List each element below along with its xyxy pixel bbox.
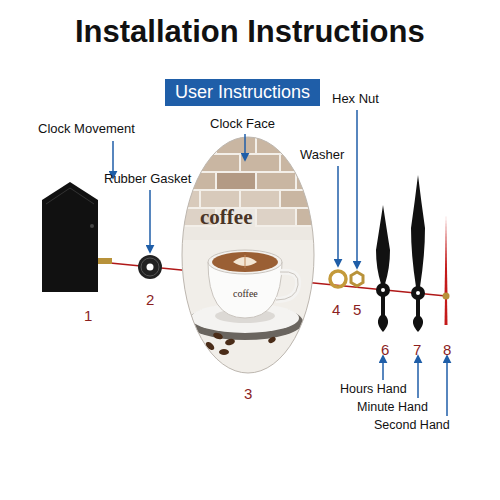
part-label: Minute Hand [357, 400, 428, 414]
part-label: Hours Hand [340, 382, 407, 396]
minute-hand [411, 175, 425, 332]
part-label: Clock Face [210, 117, 275, 132]
callout-number: 6 [381, 341, 389, 358]
clock-movement [42, 182, 112, 292]
part-label: Clock Movement [38, 122, 135, 137]
callout-number: 3 [244, 385, 252, 402]
callout-number: 2 [146, 291, 154, 308]
callout-number: 8 [443, 341, 451, 358]
part-label: Rubber Gasket [104, 172, 191, 187]
callout-number: 4 [332, 301, 340, 318]
part-label: Second Hand [374, 418, 450, 432]
leader-lines [113, 110, 447, 416]
hours-hand [376, 205, 390, 332]
callout-number: 7 [413, 341, 421, 358]
rubber-gasket [138, 255, 162, 279]
title: Installation Instructions [75, 14, 425, 50]
part-label: Washer [300, 148, 344, 163]
part-label: Hex Nut [332, 92, 379, 107]
hex-nut [351, 272, 363, 286]
banner-text: User Instructions [175, 82, 310, 103]
callout-number: 1 [84, 307, 92, 324]
instruction-banner: User Instructions [165, 79, 320, 106]
second-hand [443, 215, 450, 325]
callout-number: 5 [353, 301, 361, 318]
clock-face [160, 130, 336, 380]
washer [330, 271, 346, 287]
face-print: coffee [200, 205, 252, 229]
cup-print: coffee [233, 288, 258, 300]
